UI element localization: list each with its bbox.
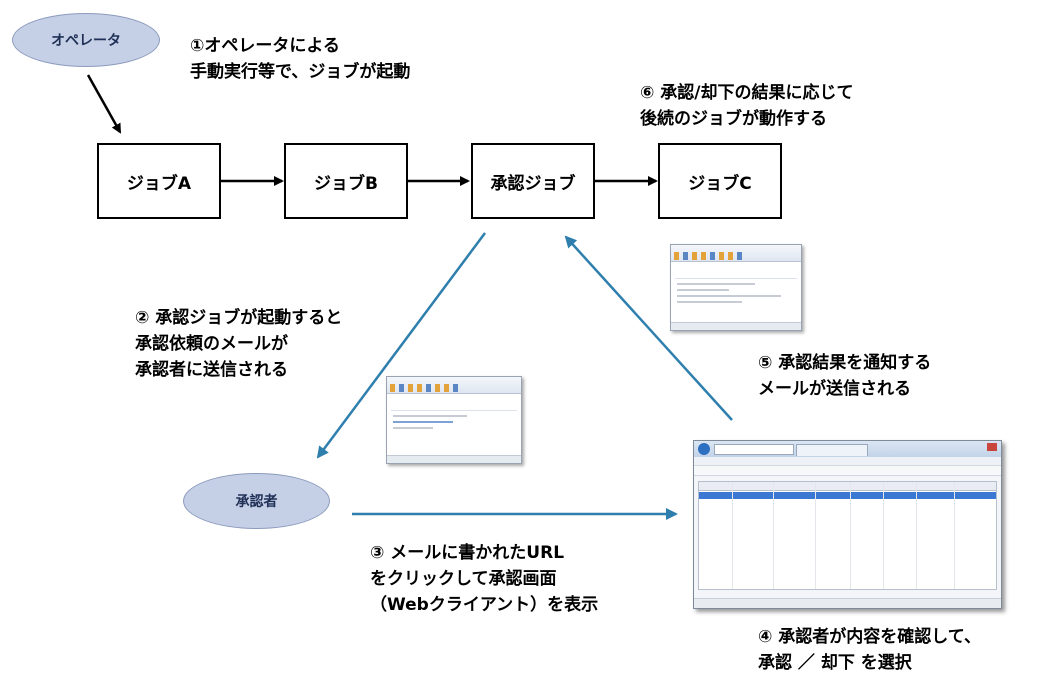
web-client-window-icon [693,440,1002,609]
step5-line1: ⑤ 承認結果を通知する [758,353,932,373]
operator-label: オペレータ [51,33,121,49]
step3-line3: （Webクライアント）を表示 [370,595,599,615]
step1-line1: ①オペレータによる [190,36,340,56]
approver-actor: 承認者 [183,473,330,529]
job-a-box: ジョブA [97,143,221,219]
step2-line3: 承認者に送信される [135,360,288,380]
step6-line2: 後続のジョブが動作する [640,109,827,129]
browser-tab-icon [796,444,868,456]
job-c-box: ジョブC [658,143,782,219]
step3-line1: ③ メールに書かれたURL [370,543,565,563]
step2-note: ② 承認ジョブが起動すると 承認依頼のメールが 承認者に送信される [135,305,342,383]
approval-job-box: 承認ジョブ [471,143,595,219]
job-a-label: ジョブA [126,173,192,194]
job-b-box: ジョブB [284,143,408,219]
approval-job-label: 承認ジョブ [490,173,576,194]
step4-line1: ④ 承認者が内容を確認して、 [758,627,981,647]
request-mail-arrow [316,232,487,459]
operator-to-joba-arrow [86,74,122,134]
step2-line1: ② 承認ジョブが起動すると [135,308,343,328]
step2-line2: 承認依頼のメールが [135,334,288,354]
address-bar-icon [714,444,794,455]
back-icon [698,443,710,455]
close-icon [987,443,997,451]
operator-actor: オペレータ [12,13,160,67]
step5-note: ⑤ 承認結果を通知する メールが送信される [758,350,931,402]
step3-line2: をクリックして承認画面 [370,569,557,589]
job-b-label: ジョブB [314,173,378,194]
step4-line2: 承認 ／ 却下 を選択 [758,653,912,673]
selected-row [699,492,996,499]
step1-note: ①オペレータによる 手動実行等で、ジョブが起動 [190,33,410,85]
step1-line2: 手動実行等で、ジョブが起動 [190,62,411,82]
result-mail-arrow [564,235,733,421]
job-c-label: ジョブC [688,173,752,194]
request-mail-window-icon [386,376,522,464]
approver-label: 承認者 [235,494,278,510]
step6-note: ⑥ 承認/却下の結果に応じて 後続のジョブが動作する [640,80,854,132]
result-mail-window-icon [670,244,802,331]
step6-line1: ⑥ 承認/却下の結果に応じて [640,83,854,103]
step5-line2: メールが送信される [758,379,911,399]
step4-note: ④ 承認者が内容を確認して、 承認 ／ 却下 を選択 [758,624,981,676]
approval-list-grid [698,481,997,590]
step3-note: ③ メールに書かれたURL をクリックして承認画面 （Webクライアント）を表示 [370,540,598,618]
